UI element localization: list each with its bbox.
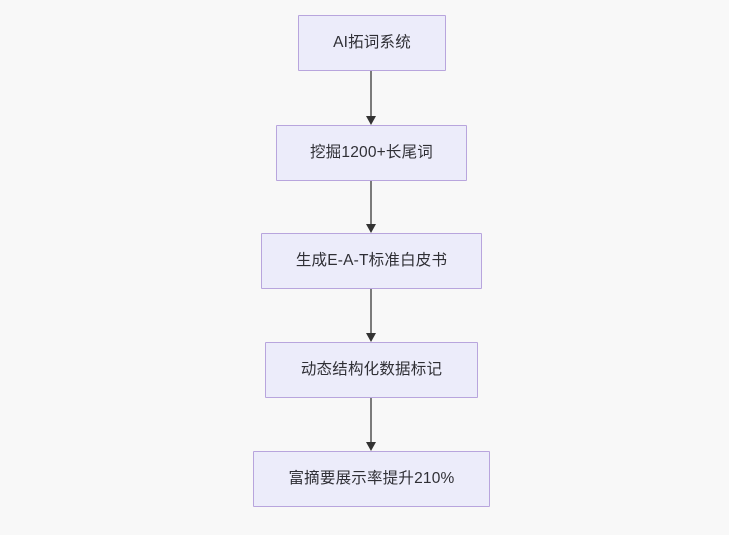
flow-arrow-line <box>370 289 372 333</box>
flow-node-ai-keyword-system[interactable]: AI拓词系统 <box>298 15 446 71</box>
flow-node-label: 富摘要展示率提升210% <box>288 469 455 487</box>
flow-node-eat-whitepaper[interactable]: 生成E-A-T标准白皮书 <box>261 233 482 289</box>
flow-arrow-line <box>370 71 372 116</box>
arrowhead-icon <box>366 224 376 233</box>
flow-arrow-line <box>370 398 372 442</box>
flow-arrow-3 <box>361 289 381 342</box>
flow-arrow-2 <box>361 181 381 233</box>
flow-node-label: 挖掘1200+长尾词 <box>309 143 434 161</box>
flow-node-rich-snippet-result[interactable]: 富摘要展示率提升210% <box>253 451 490 507</box>
arrowhead-icon <box>366 116 376 125</box>
flow-node-longtail-keywords[interactable]: 挖掘1200+长尾词 <box>276 125 467 181</box>
flow-node-structured-data-markup[interactable]: 动态结构化数据标记 <box>265 342 478 398</box>
flow-node-label: AI拓词系统 <box>333 33 411 51</box>
flow-arrow-1 <box>361 71 381 125</box>
arrowhead-icon <box>366 442 376 451</box>
arrowhead-icon <box>366 333 376 342</box>
flow-node-label: 生成E-A-T标准白皮书 <box>295 251 448 269</box>
flow-arrow-line <box>370 181 372 224</box>
flow-arrow-4 <box>361 398 381 451</box>
flow-node-label: 动态结构化数据标记 <box>300 360 443 378</box>
